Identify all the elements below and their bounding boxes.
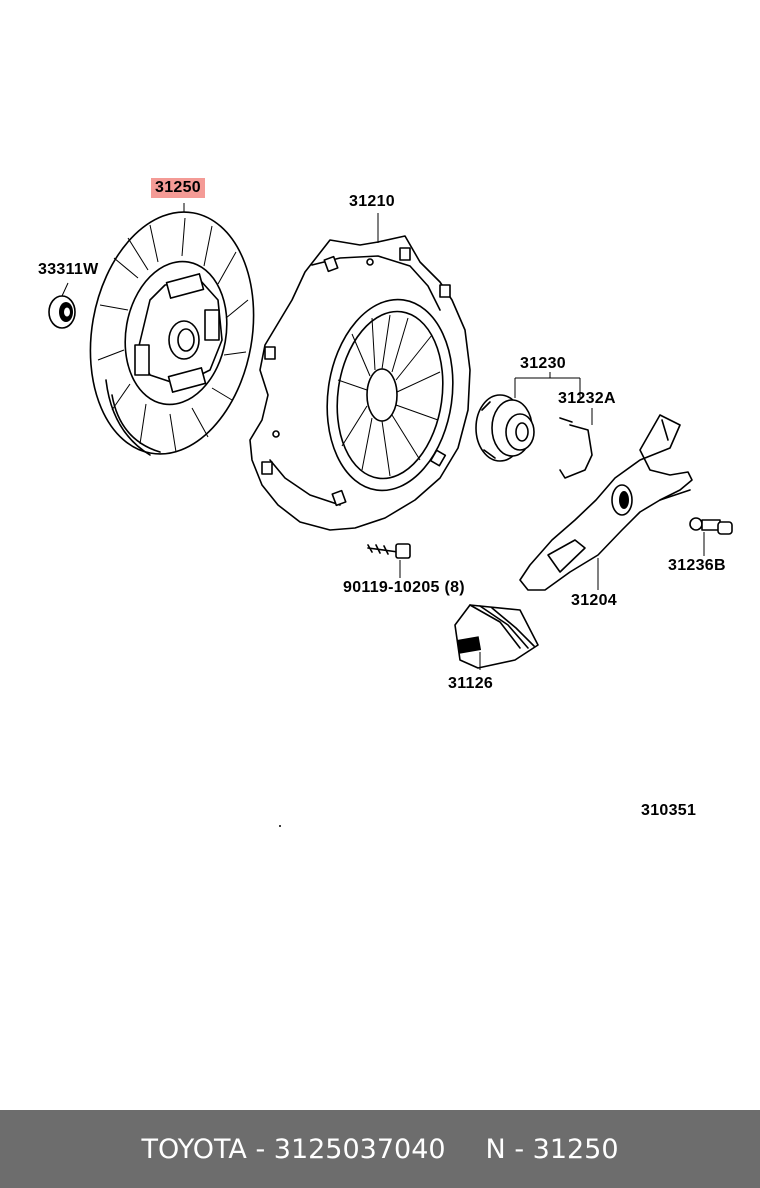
footer-brand-part: TOYOTA - 3125037040 bbox=[141, 1133, 446, 1165]
boot-drawing bbox=[454, 604, 539, 670]
label-clip: 31232A bbox=[558, 390, 616, 407]
figure-code: 310351 bbox=[641, 802, 697, 819]
pressure-plate-drawing bbox=[249, 213, 471, 531]
release-fork-drawing bbox=[519, 414, 693, 591]
parts-diagram: 31250 33311W 31210 31230 31232A 31204 31… bbox=[38, 178, 733, 827]
label-pilot-bearing: 33311W bbox=[38, 261, 99, 278]
label-release-bearing: 31230 bbox=[520, 355, 566, 372]
bolt-drawing bbox=[367, 543, 411, 578]
label-pressure-plate: 31210 bbox=[349, 193, 395, 210]
label-release-fork: 31204 bbox=[571, 592, 617, 609]
label-fork-pivot: 31236B bbox=[668, 557, 726, 574]
pilot-bearing-drawing bbox=[48, 282, 76, 329]
footer-bar: TOYOTA - 3125037040 N - 31250 bbox=[0, 1110, 760, 1188]
fork-pivot-drawing bbox=[689, 517, 733, 556]
clip-drawing bbox=[559, 408, 593, 479]
label-bolt: 90119-10205 (8) bbox=[343, 579, 465, 596]
clutch-disc-drawing bbox=[89, 203, 255, 456]
release-bearing-drawing bbox=[475, 372, 581, 462]
label-boot: 31126 bbox=[448, 675, 494, 692]
footer-ref: N - 31250 bbox=[485, 1133, 619, 1165]
label-clutch-disc: 31250 bbox=[151, 178, 205, 198]
